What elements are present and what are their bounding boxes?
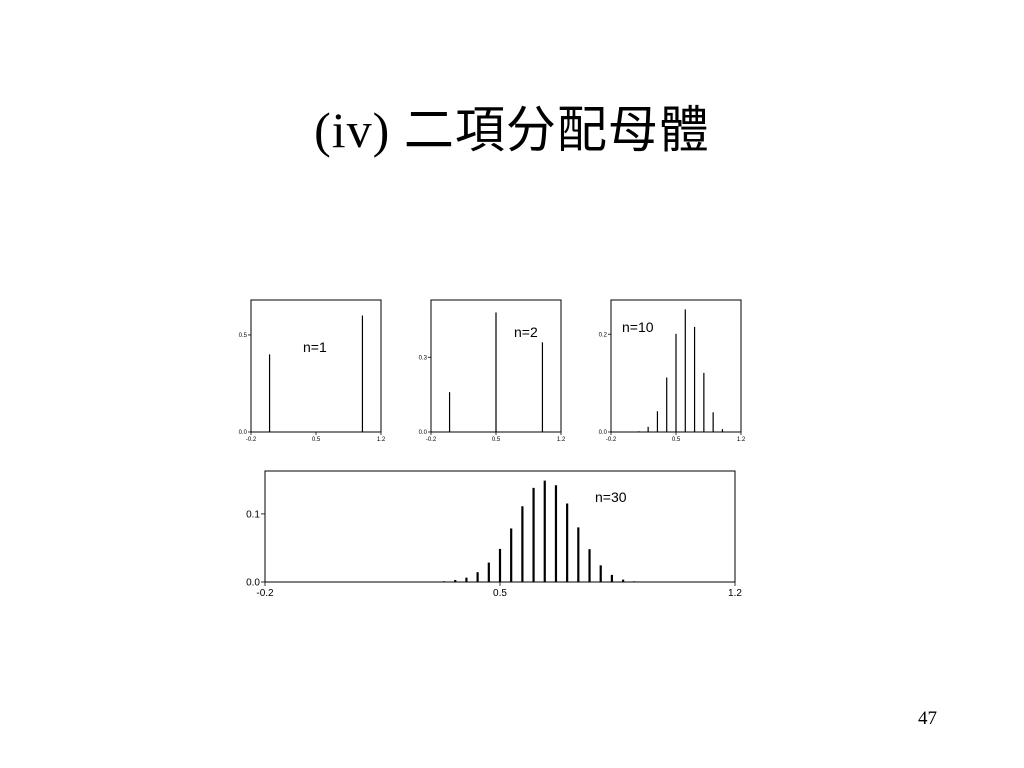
y-tick-label: 0.0 — [599, 430, 608, 436]
y-tick-label: 0.2 — [599, 332, 608, 338]
chart-annotation: n=10 — [622, 319, 654, 335]
x-tick-label: 1.2 — [557, 437, 566, 443]
y-tick-label: 0.5 — [239, 333, 248, 339]
x-tick-label: -0.2 — [606, 437, 617, 443]
plot-frame — [250, 299, 382, 433]
x-tick-label: 0.5 — [672, 437, 681, 443]
chart-annotation: n=2 — [514, 324, 538, 340]
chart-n=2: -0.2 0.5 1.2 0.0 0.3 n=2 — [419, 299, 566, 443]
x-tick-label: 0.5 — [492, 437, 501, 443]
y-tick-label: 0.1 — [246, 509, 260, 520]
y-tick-label: 0.0 — [246, 578, 260, 589]
x-tick-label: 0.5 — [312, 437, 321, 443]
chart-n=30: -0.2 0.5 1.2 0.0 0.1 n=30 — [246, 470, 742, 599]
x-tick-label: -0.2 — [256, 588, 274, 599]
page-number: 47 — [918, 708, 937, 729]
x-tick-label: 1.2 — [377, 437, 386, 443]
chart-n=10: -0.2 0.5 1.2 0.0 0.2 n=10 — [599, 299, 746, 443]
y-tick-label: 0.0 — [419, 430, 428, 436]
x-tick-label: -0.2 — [246, 437, 257, 443]
x-tick-label: 0.5 — [493, 588, 507, 599]
y-tick-label: 0.0 — [239, 430, 248, 436]
x-tick-label: 1.2 — [728, 588, 742, 599]
y-tick-label: 0.3 — [419, 355, 428, 361]
slide-title: (iv) 二項分配母體 — [314, 102, 710, 158]
x-tick-label: 1.2 — [737, 437, 746, 443]
chart-n=1: -0.2 0.5 1.2 0.0 0.5 n=1 — [239, 299, 386, 443]
chart-annotation: n=1 — [303, 339, 327, 355]
chart-annotation: n=30 — [595, 489, 627, 505]
x-tick-label: -0.2 — [426, 437, 437, 443]
